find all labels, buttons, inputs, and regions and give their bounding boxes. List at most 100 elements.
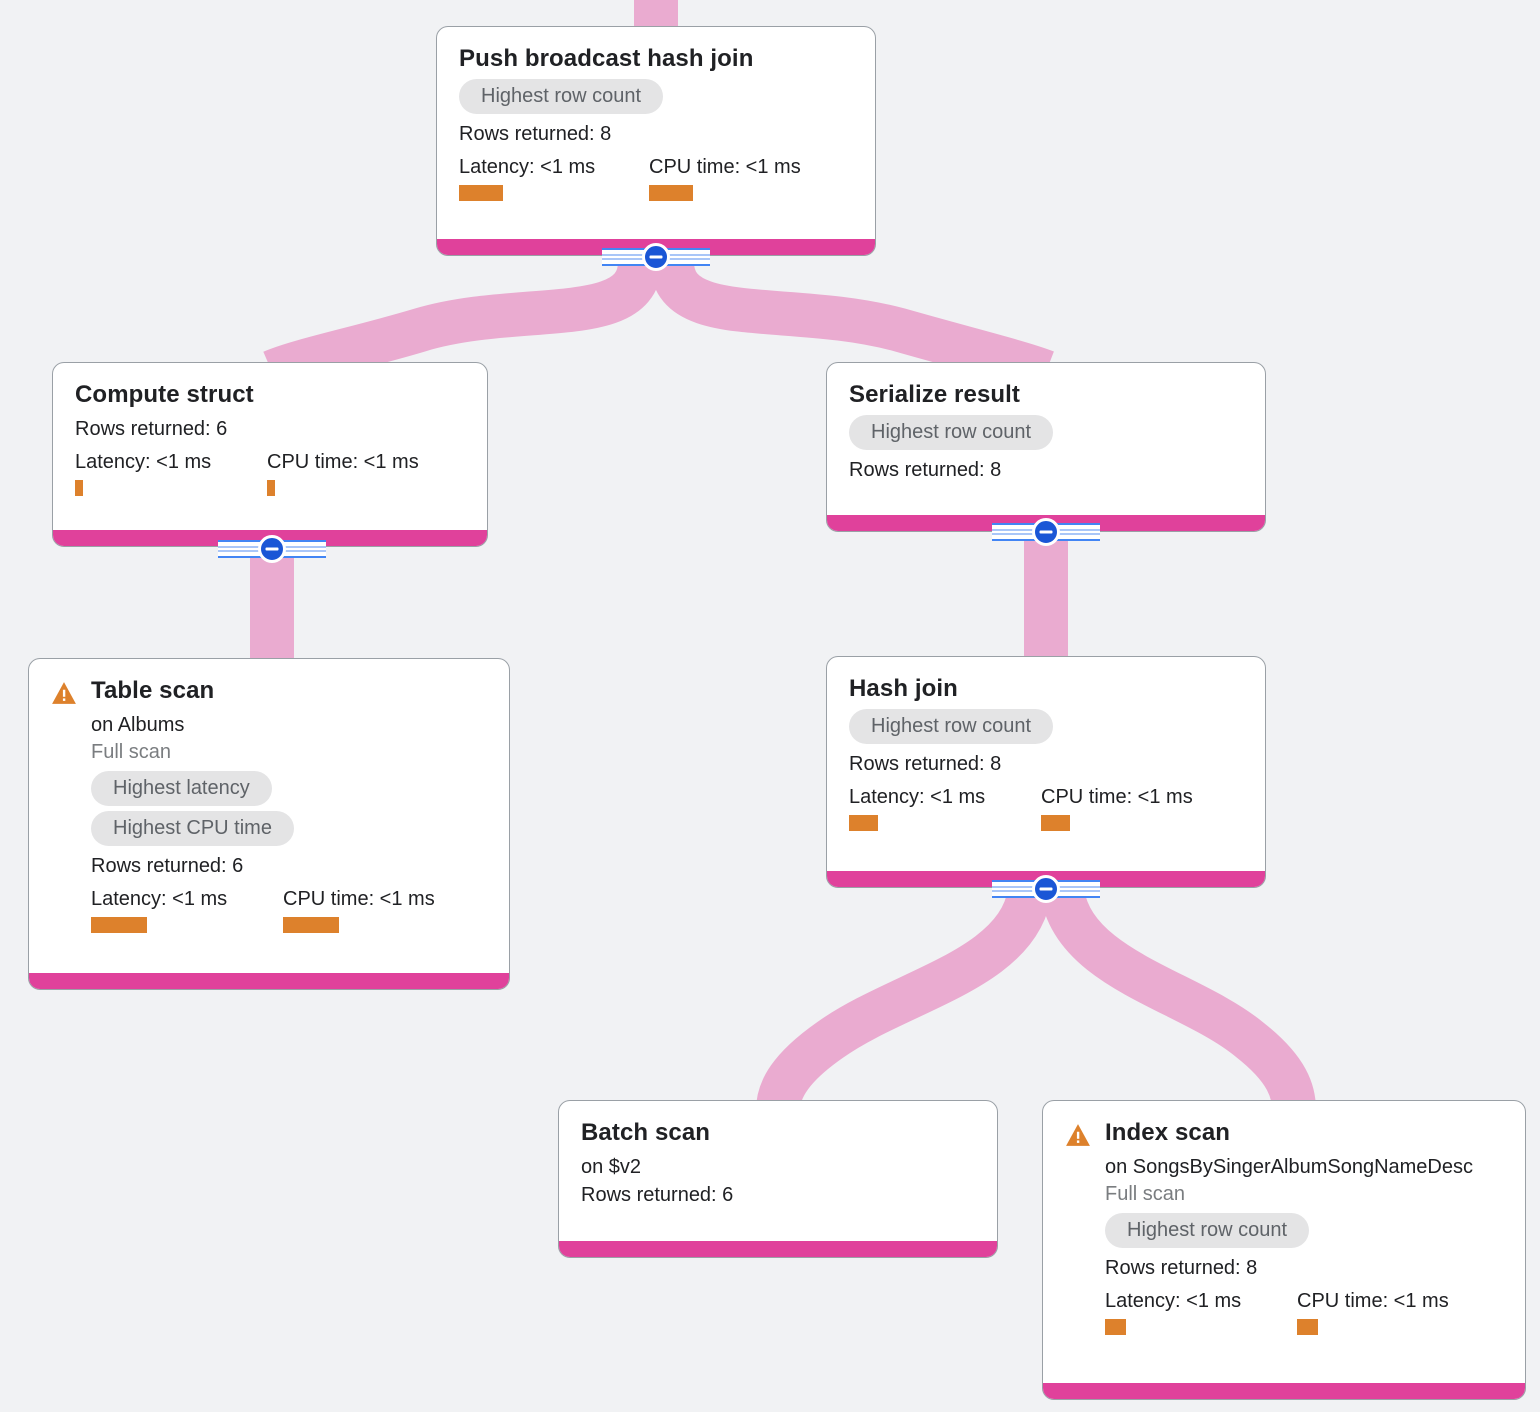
metric-latency-bar (1105, 1319, 1126, 1335)
chip-row: Highest row count (459, 78, 853, 114)
collapse-toggle-compute-struct[interactable] (218, 534, 326, 564)
metrics-row: Latency: <1 ms CPU time: <1 ms (75, 451, 465, 496)
edge-root-to-compute-struct (263, 259, 662, 393)
metric-cpu-time-bar (649, 184, 693, 201)
node-title: Table scan (91, 677, 215, 704)
node-compute-struct[interactable]: Compute struct Rows returned: 6 Latency:… (52, 362, 488, 547)
chip-highest-row-count: Highest row count (1105, 1213, 1310, 1248)
metric-latency-label: Latency: <1 ms (91, 888, 228, 910)
node-hash-join[interactable]: Hash join Highest row count Rows returne… (826, 656, 1266, 888)
chip-row: Highest row count (1105, 1213, 1503, 1248)
minus-circle-icon (258, 535, 286, 563)
metric-cpu-time: CPU time: <1 ms (267, 451, 419, 496)
metric-latency-label: Latency: <1 ms (75, 450, 212, 473)
node-content: Hash join Highest row count Rows returne… (827, 657, 1265, 845)
chip-highest-row-count: Highest row count (849, 708, 1054, 744)
chip-row: Highest row count (849, 708, 1243, 744)
node-serialize-result[interactable]: Serialize result Highest row count Rows … (826, 362, 1266, 532)
chip-row: Highest CPU time (91, 811, 487, 846)
chip-row: Highest latency (91, 771, 487, 806)
chip-row: Highest row count (849, 414, 1243, 450)
node-title: Hash join (849, 675, 958, 702)
node-header: Serialize result (849, 381, 1243, 409)
metric-latency: Latency: <1 ms (91, 888, 283, 933)
chip-highest-latency: Highest latency (91, 771, 272, 806)
rows-returned: Rows returned: 8 (459, 122, 612, 145)
node-title: Serialize result (849, 381, 1021, 408)
metric-cpu-time-label: CPU time: <1 ms (649, 155, 801, 178)
warning-triangle-icon (51, 681, 77, 705)
node-header: Index scan (1065, 1119, 1503, 1147)
node-header: Batch scan (581, 1119, 975, 1147)
metric-cpu-time-bar (267, 479, 275, 496)
metric-latency-label: Latency: <1 ms (1105, 1290, 1242, 1312)
metric-cpu-time-bar (1041, 814, 1070, 831)
collapse-toggle-hash-join[interactable] (992, 874, 1100, 904)
node-footer-accent (29, 973, 509, 989)
metric-cpu-time-bar (1297, 1319, 1318, 1335)
metrics-row: Latency: <1 ms CPU time: <1 ms (91, 888, 487, 933)
node-header: Table scan (51, 677, 487, 705)
metric-latency-bar (91, 917, 147, 933)
minus-circle-icon (1032, 875, 1060, 903)
metric-latency: Latency: <1 ms (849, 786, 1041, 831)
metric-cpu-time-label: CPU time: <1 ms (267, 450, 419, 473)
node-title: Batch scan (581, 1119, 711, 1146)
metric-cpu-time-label: CPU time: <1 ms (283, 888, 435, 910)
chip-highest-row-count: Highest row count (849, 414, 1054, 450)
node-content: Push broadcast hash join Highest row cou… (437, 27, 875, 215)
chip-highest-row-count: Highest row count (459, 78, 664, 114)
collapse-toggle-push-broadcast-hash-join[interactable] (602, 242, 710, 272)
node-title: Push broadcast hash join (459, 45, 754, 72)
metric-latency: Latency: <1 ms (75, 451, 267, 496)
chip-highest-cpu-time: Highest CPU time (91, 811, 294, 846)
metric-latency-bar (75, 479, 83, 496)
node-header: Hash join (849, 675, 1243, 703)
node-target: on Albums (91, 714, 185, 736)
rows-returned: Rows returned: 6 (91, 855, 244, 877)
metric-latency-bar (459, 184, 503, 201)
collapse-toggle-serialize-result[interactable] (992, 517, 1100, 547)
node-content: Batch scan on $v2 Rows returned: 6 (559, 1101, 997, 1221)
minus-circle-icon (642, 243, 670, 271)
metric-cpu-time: CPU time: <1 ms (649, 156, 801, 201)
rows-returned: Rows returned: 6 (581, 1183, 734, 1206)
metric-latency: Latency: <1 ms (1105, 1290, 1297, 1335)
edge-hash-join-to-index-scan (1040, 885, 1316, 1111)
edge-hash-join-to-batch-scan (756, 885, 1052, 1112)
node-content: Table scan on Albums Full scan Highest l… (29, 659, 509, 947)
rows-returned: Rows returned: 8 (849, 752, 1002, 775)
metric-cpu-time: CPU time: <1 ms (1297, 1290, 1449, 1335)
node-push-broadcast-hash-join[interactable]: Push broadcast hash join Highest row cou… (436, 26, 876, 256)
metrics-row: Latency: <1 ms CPU time: <1 ms (459, 156, 853, 201)
metric-latency-bar (849, 814, 878, 831)
node-target: on $v2 (581, 1155, 642, 1178)
metric-cpu-time: CPU time: <1 ms (283, 888, 435, 933)
metrics-row: Latency: <1 ms CPU time: <1 ms (849, 786, 1243, 831)
node-content: Serialize result Highest row count Rows … (827, 363, 1265, 496)
node-table-scan[interactable]: Table scan on Albums Full scan Highest l… (28, 658, 510, 990)
minus-circle-icon (1032, 518, 1060, 546)
metric-cpu-time-bar (283, 917, 339, 933)
node-content: Compute struct Rows returned: 6 Latency:… (53, 363, 487, 510)
node-scan-type: Full scan (1105, 1183, 1186, 1205)
metric-cpu-time: CPU time: <1 ms (1041, 786, 1193, 831)
edge-root-to-serialize-result (650, 259, 1054, 393)
node-index-scan[interactable]: Index scan on SongsBySingerAlbumSongName… (1042, 1100, 1526, 1400)
node-content: Index scan on SongsBySingerAlbumSongName… (1043, 1101, 1525, 1349)
node-batch-scan[interactable]: Batch scan on $v2 Rows returned: 6 (558, 1100, 998, 1258)
metric-cpu-time-label: CPU time: <1 ms (1297, 1290, 1449, 1312)
metrics-row: Latency: <1 ms CPU time: <1 ms (1105, 1290, 1503, 1335)
node-footer-accent (559, 1241, 997, 1257)
node-header: Push broadcast hash join (459, 45, 853, 73)
rows-returned: Rows returned: 8 (849, 458, 1002, 481)
node-header: Compute struct (75, 381, 465, 409)
node-target: on SongsBySingerAlbumSongNameDesc (1105, 1156, 1473, 1178)
metric-latency-label: Latency: <1 ms (849, 785, 986, 808)
node-footer-accent (1043, 1383, 1525, 1399)
metric-latency: Latency: <1 ms (459, 156, 649, 201)
node-title: Compute struct (75, 381, 254, 408)
metric-latency-label: Latency: <1 ms (459, 155, 596, 178)
rows-returned: Rows returned: 6 (75, 417, 228, 440)
